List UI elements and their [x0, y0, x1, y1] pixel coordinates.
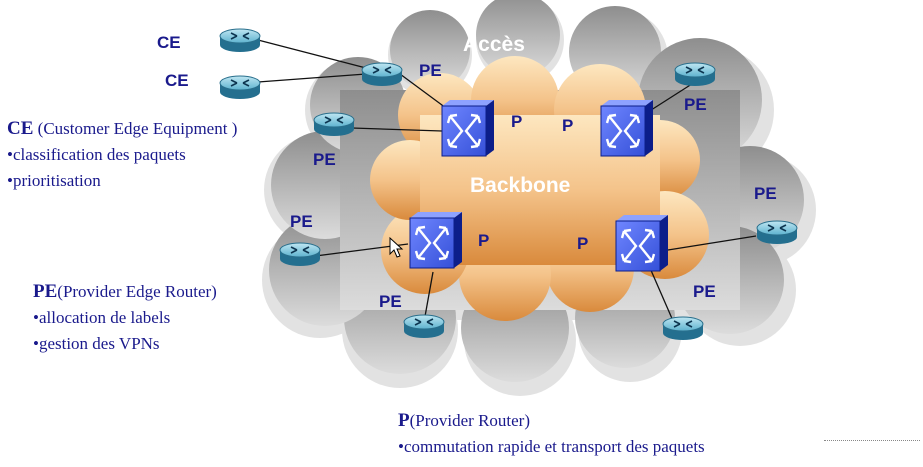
router-ce-top-icon: [219, 28, 261, 53]
mouse-cursor-icon: [389, 236, 404, 258]
legend-pe: PE(Provider Edge Router) •allocation de …: [33, 279, 217, 357]
router-pe-top-left-icon: [361, 62, 403, 87]
legend-p-item: •commutation rapide et transport des paq…: [398, 437, 705, 456]
p-label: P: [511, 112, 523, 131]
legend-pe-item: •allocation de labels: [33, 308, 171, 327]
ce-label: CE: [165, 71, 189, 90]
legend-ce-title: (Customer Edge Equipment ): [33, 119, 238, 138]
switch-p-bottom-left-icon: [408, 210, 464, 270]
router-pe-right-icon: [756, 220, 798, 245]
legend-p-title: (Provider Router): [409, 411, 530, 430]
legend-p-head: P: [398, 410, 410, 431]
switch-p-top-right-icon: [599, 98, 655, 158]
switch-p-top-left-icon: [440, 98, 496, 158]
pe-label: PE: [379, 292, 402, 311]
legend-ce-item: •classification des paquets: [7, 145, 186, 164]
router-pe-lower-left-icon: [279, 242, 321, 267]
backbone-cloud-label: Backbone: [470, 174, 571, 197]
pe-label: PE: [684, 95, 707, 114]
p-label: P: [478, 231, 490, 250]
legend-ce: CE (Customer Edge Equipment ) •classific…: [7, 116, 237, 194]
legend-pe-title: (Provider Edge Router): [57, 282, 217, 301]
p-label: P: [577, 234, 589, 253]
ce-label: CE: [157, 33, 181, 52]
router-pe-bottom-right-icon: [662, 316, 704, 341]
router-ce-bottom-icon: [219, 75, 261, 100]
p-label: P: [562, 116, 574, 135]
legend-ce-item: •prioritisation: [7, 171, 101, 190]
pe-label: PE: [754, 184, 777, 203]
pe-label: PE: [419, 61, 442, 80]
legend-pe-item: •gestion des VPNs: [33, 334, 160, 353]
router-pe-left-icon: [313, 112, 355, 137]
legend-pe-head: PE: [33, 281, 58, 302]
pe-label: PE: [290, 212, 313, 231]
switch-p-bottom-right-icon: [614, 213, 670, 273]
pe-label: PE: [693, 282, 716, 301]
router-pe-bottom-left-icon: [403, 314, 445, 339]
legend-p: P(Provider Router) •commutation rapide e…: [398, 408, 705, 460]
legend-ce-head: CE: [7, 118, 34, 139]
access-cloud-label: Accès: [463, 33, 525, 56]
divider: [824, 440, 920, 441]
router-pe-top-right-icon: [674, 62, 716, 87]
pe-label: PE: [313, 150, 336, 169]
